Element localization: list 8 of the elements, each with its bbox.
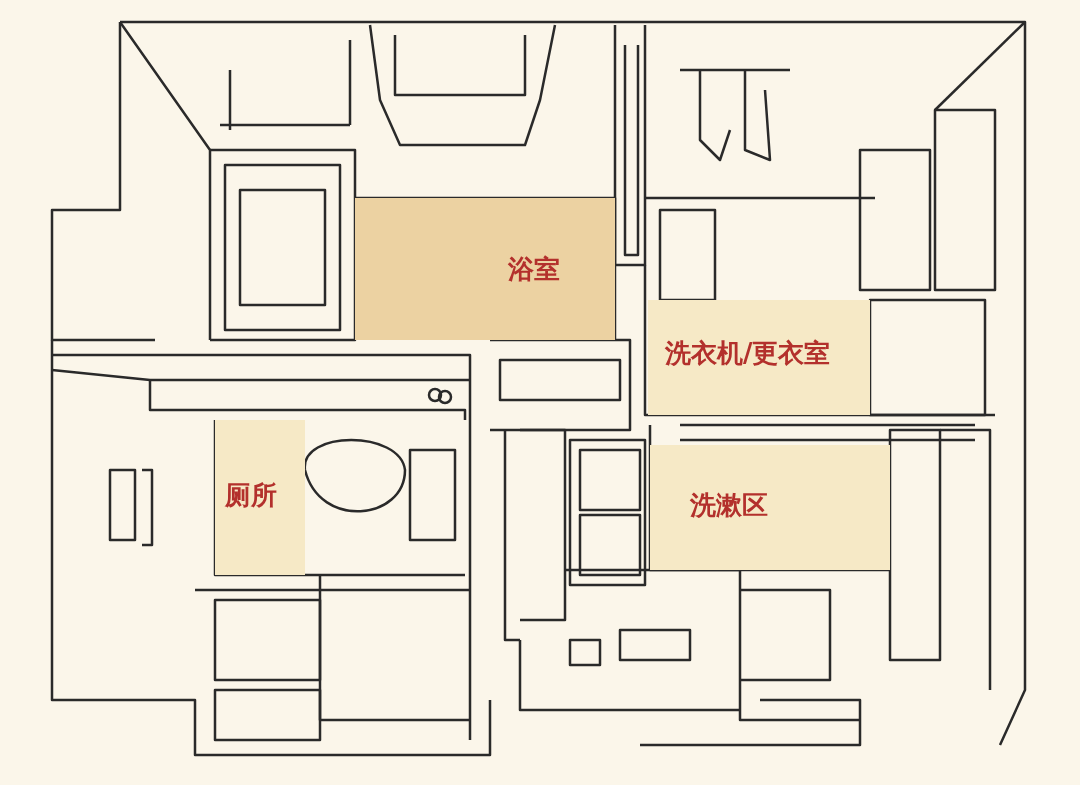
room-label: 洗漱区 xyxy=(690,492,768,518)
room-label: 厕所 xyxy=(225,482,277,508)
room-label: 洗衣机/更衣室 xyxy=(665,340,831,366)
room-label: 浴室 xyxy=(508,256,560,282)
room-floor xyxy=(215,420,305,575)
room-floor xyxy=(648,300,870,415)
room-floor xyxy=(355,198,615,340)
room-floor xyxy=(650,445,890,570)
